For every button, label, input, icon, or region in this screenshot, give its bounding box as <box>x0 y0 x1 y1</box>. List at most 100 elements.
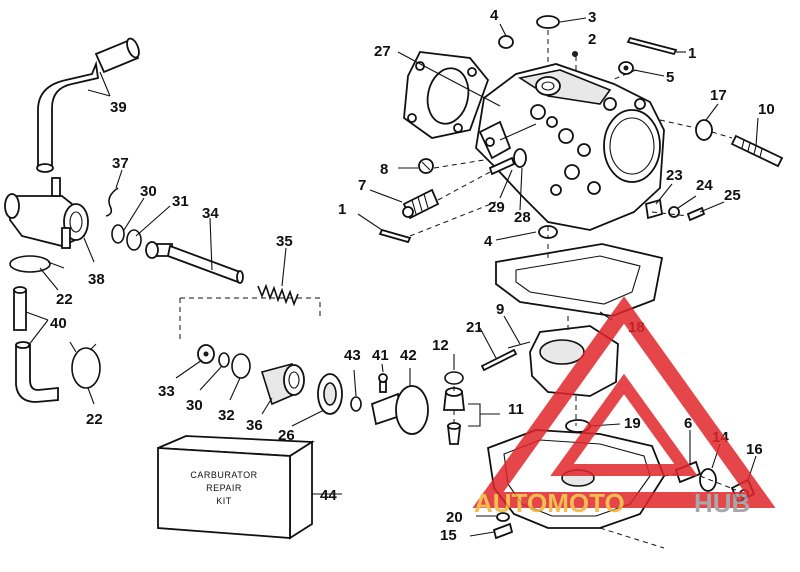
callout-1-top: 1 <box>688 45 696 62</box>
callout-30-lower: 30 <box>186 397 203 414</box>
callout-5: 5 <box>666 69 674 86</box>
clip-8 <box>418 158 434 174</box>
carburetor-body <box>475 63 665 231</box>
callout-7: 7 <box>358 177 366 194</box>
callout-9: 9 <box>496 301 504 318</box>
choke-valve-36 <box>260 363 305 406</box>
o-ring-30-lower <box>218 352 230 368</box>
leader-lines <box>25 17 759 537</box>
needle-10 <box>730 134 784 168</box>
callout-30-upper: 30 <box>140 183 157 200</box>
callout-42: 42 <box>400 347 417 364</box>
callout-16: 16 <box>746 441 763 458</box>
gasket-26 <box>317 373 343 415</box>
callout-41: 41 <box>372 347 389 364</box>
hose-39 <box>36 37 140 173</box>
callout-20: 20 <box>446 509 463 526</box>
washer-5 <box>618 61 634 75</box>
callout-36: 36 <box>246 417 263 434</box>
o-ring-31 <box>126 229 142 251</box>
callout-15: 15 <box>440 527 457 544</box>
callout-6: 6 <box>684 415 692 432</box>
washer-24 <box>668 206 680 218</box>
screw-15 <box>492 522 514 540</box>
screw-25 <box>686 206 706 222</box>
hose-40 <box>13 286 59 403</box>
callout-12: 12 <box>432 337 449 354</box>
callout-24: 24 <box>696 177 713 194</box>
washer-33 <box>197 344 215 364</box>
callout-27: 27 <box>374 43 391 60</box>
clamp-22-lower <box>69 341 101 389</box>
plug-14 <box>699 468 717 492</box>
seal-28 <box>513 148 527 168</box>
needle-seat-11 <box>442 387 500 445</box>
clamp-22-upper <box>9 255 65 273</box>
valve-42 <box>370 385 429 435</box>
spring-35 <box>257 283 299 307</box>
callout-3: 3 <box>588 9 596 26</box>
part-23 <box>644 198 664 220</box>
callout-4-lower: 4 <box>484 233 493 250</box>
screw-41 <box>378 373 388 393</box>
pin-21 <box>480 348 518 372</box>
callout-31: 31 <box>172 193 189 210</box>
choke-group-outline <box>179 297 321 340</box>
callout-35: 35 <box>276 233 293 250</box>
callout-38: 38 <box>88 271 105 288</box>
callout-19: 19 <box>624 415 641 432</box>
plug-4-top <box>498 35 514 49</box>
callout-8: 8 <box>380 161 388 178</box>
callout-34: 34 <box>202 205 219 222</box>
kit-label-line1: CARBURATOR <box>190 470 257 480</box>
assembly-lines <box>409 30 737 549</box>
watermark-logo: AUTOMOTO HUB <box>472 296 776 518</box>
watermark-text-right: HUB <box>694 488 750 518</box>
callout-33: 33 <box>158 383 175 400</box>
dot-2 <box>572 51 578 57</box>
callout-numbers: 3 4 2 1 5 27 17 10 8 7 1 29 28 4 23 24 2… <box>50 7 775 544</box>
callout-10: 10 <box>758 101 775 118</box>
callout-26: 26 <box>278 427 295 444</box>
kit-label-line2: REPAIR <box>206 483 242 493</box>
callout-43: 43 <box>344 347 361 364</box>
watermark-text-left: AUTOMOTO <box>474 488 625 518</box>
callout-1-left: 1 <box>338 201 346 218</box>
callout-39: 39 <box>110 99 127 116</box>
callout-22-lower: 22 <box>86 411 103 428</box>
washer-20 <box>496 512 510 522</box>
callout-22-upper: 22 <box>56 291 73 308</box>
plunger-34 <box>145 241 244 284</box>
flange-gasket-27 <box>403 51 490 139</box>
clip-37 <box>105 187 119 217</box>
callout-28: 28 <box>514 209 531 226</box>
spring-7 <box>402 188 440 220</box>
fuel-fitting-38 <box>4 177 89 249</box>
ring-43 <box>350 396 362 412</box>
callout-2: 2 <box>588 31 596 48</box>
ring-12 <box>444 371 464 385</box>
screw-29 <box>488 156 516 176</box>
callout-11: 11 <box>508 401 524 418</box>
callout-40: 40 <box>50 315 67 332</box>
callout-37: 37 <box>112 155 129 172</box>
callout-29: 29 <box>488 199 505 216</box>
callout-17: 17 <box>710 87 727 104</box>
callout-44: 44 <box>320 487 337 504</box>
bowl-gasket-18 <box>495 243 664 317</box>
callout-21: 21 <box>466 319 483 336</box>
cap-3 <box>536 15 560 29</box>
pin-1-left <box>378 228 412 244</box>
callout-23: 23 <box>666 167 683 184</box>
o-ring-32 <box>231 353 251 379</box>
o-ring-30-upper <box>111 224 125 244</box>
callout-25: 25 <box>724 187 741 204</box>
kit-label-line3: KIT <box>216 496 232 506</box>
callout-4-top: 4 <box>490 7 499 24</box>
repair-kit-box: CARBURATOR REPAIR KIT <box>157 435 315 540</box>
plug-17 <box>695 119 713 141</box>
pin-1-top <box>626 36 678 56</box>
callout-32: 32 <box>218 407 235 424</box>
